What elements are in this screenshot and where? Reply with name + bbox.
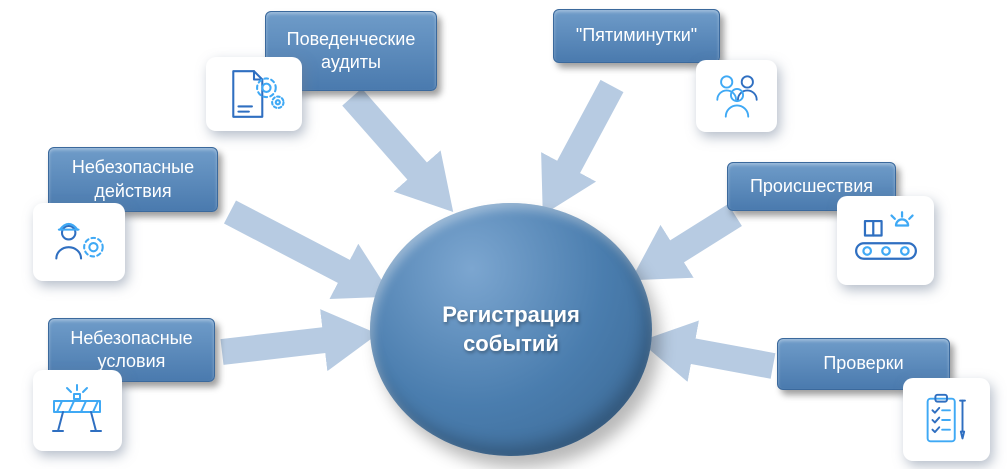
people-group-icon <box>715 75 758 118</box>
node-label: Небезопасные действия <box>71 157 195 201</box>
node-label: "Пятиминутки" <box>575 25 698 46</box>
node-box-behavioral-audits: Поведенческие аудиты <box>265 11 437 91</box>
node-label: Происшествия <box>749 175 874 196</box>
arrow-behavioral-audits <box>342 88 454 213</box>
node-box-unsafe-actions: Небезопасные действия <box>48 147 218 212</box>
arrow-incidents <box>630 203 742 281</box>
worker-gear-icon <box>55 222 104 260</box>
node-label: Небезопасные условия <box>70 327 193 371</box>
document-gears-icon <box>232 70 285 118</box>
icon-card-behavioral-audits <box>206 57 302 131</box>
icon-card-incidents <box>837 196 934 285</box>
icon-card-unsafe-actions <box>33 203 125 281</box>
node-box-five-minute-meetings: "Пятиминутки" <box>553 9 720 63</box>
icon-card-inspections <box>903 378 990 461</box>
safety-barrier-icon <box>51 383 102 432</box>
arrow-unsafe-actions <box>223 200 393 300</box>
clipboard-checklist-icon <box>926 393 966 442</box>
arrow-five-minute-meetings <box>541 79 624 215</box>
arrow-inspections <box>639 320 776 382</box>
icon-card-unsafe-conditions <box>33 370 122 451</box>
node-label: Проверки <box>823 353 904 374</box>
conveyor-alert-icon <box>854 210 917 260</box>
center-label: Регистрация событий <box>442 301 580 356</box>
node-label: Поведенческие аудиты <box>286 28 416 72</box>
center-ellipse: Регистрация событий <box>370 203 652 456</box>
arrow-unsafe-conditions <box>220 309 378 372</box>
icon-card-five-minute-meetings <box>696 60 777 132</box>
